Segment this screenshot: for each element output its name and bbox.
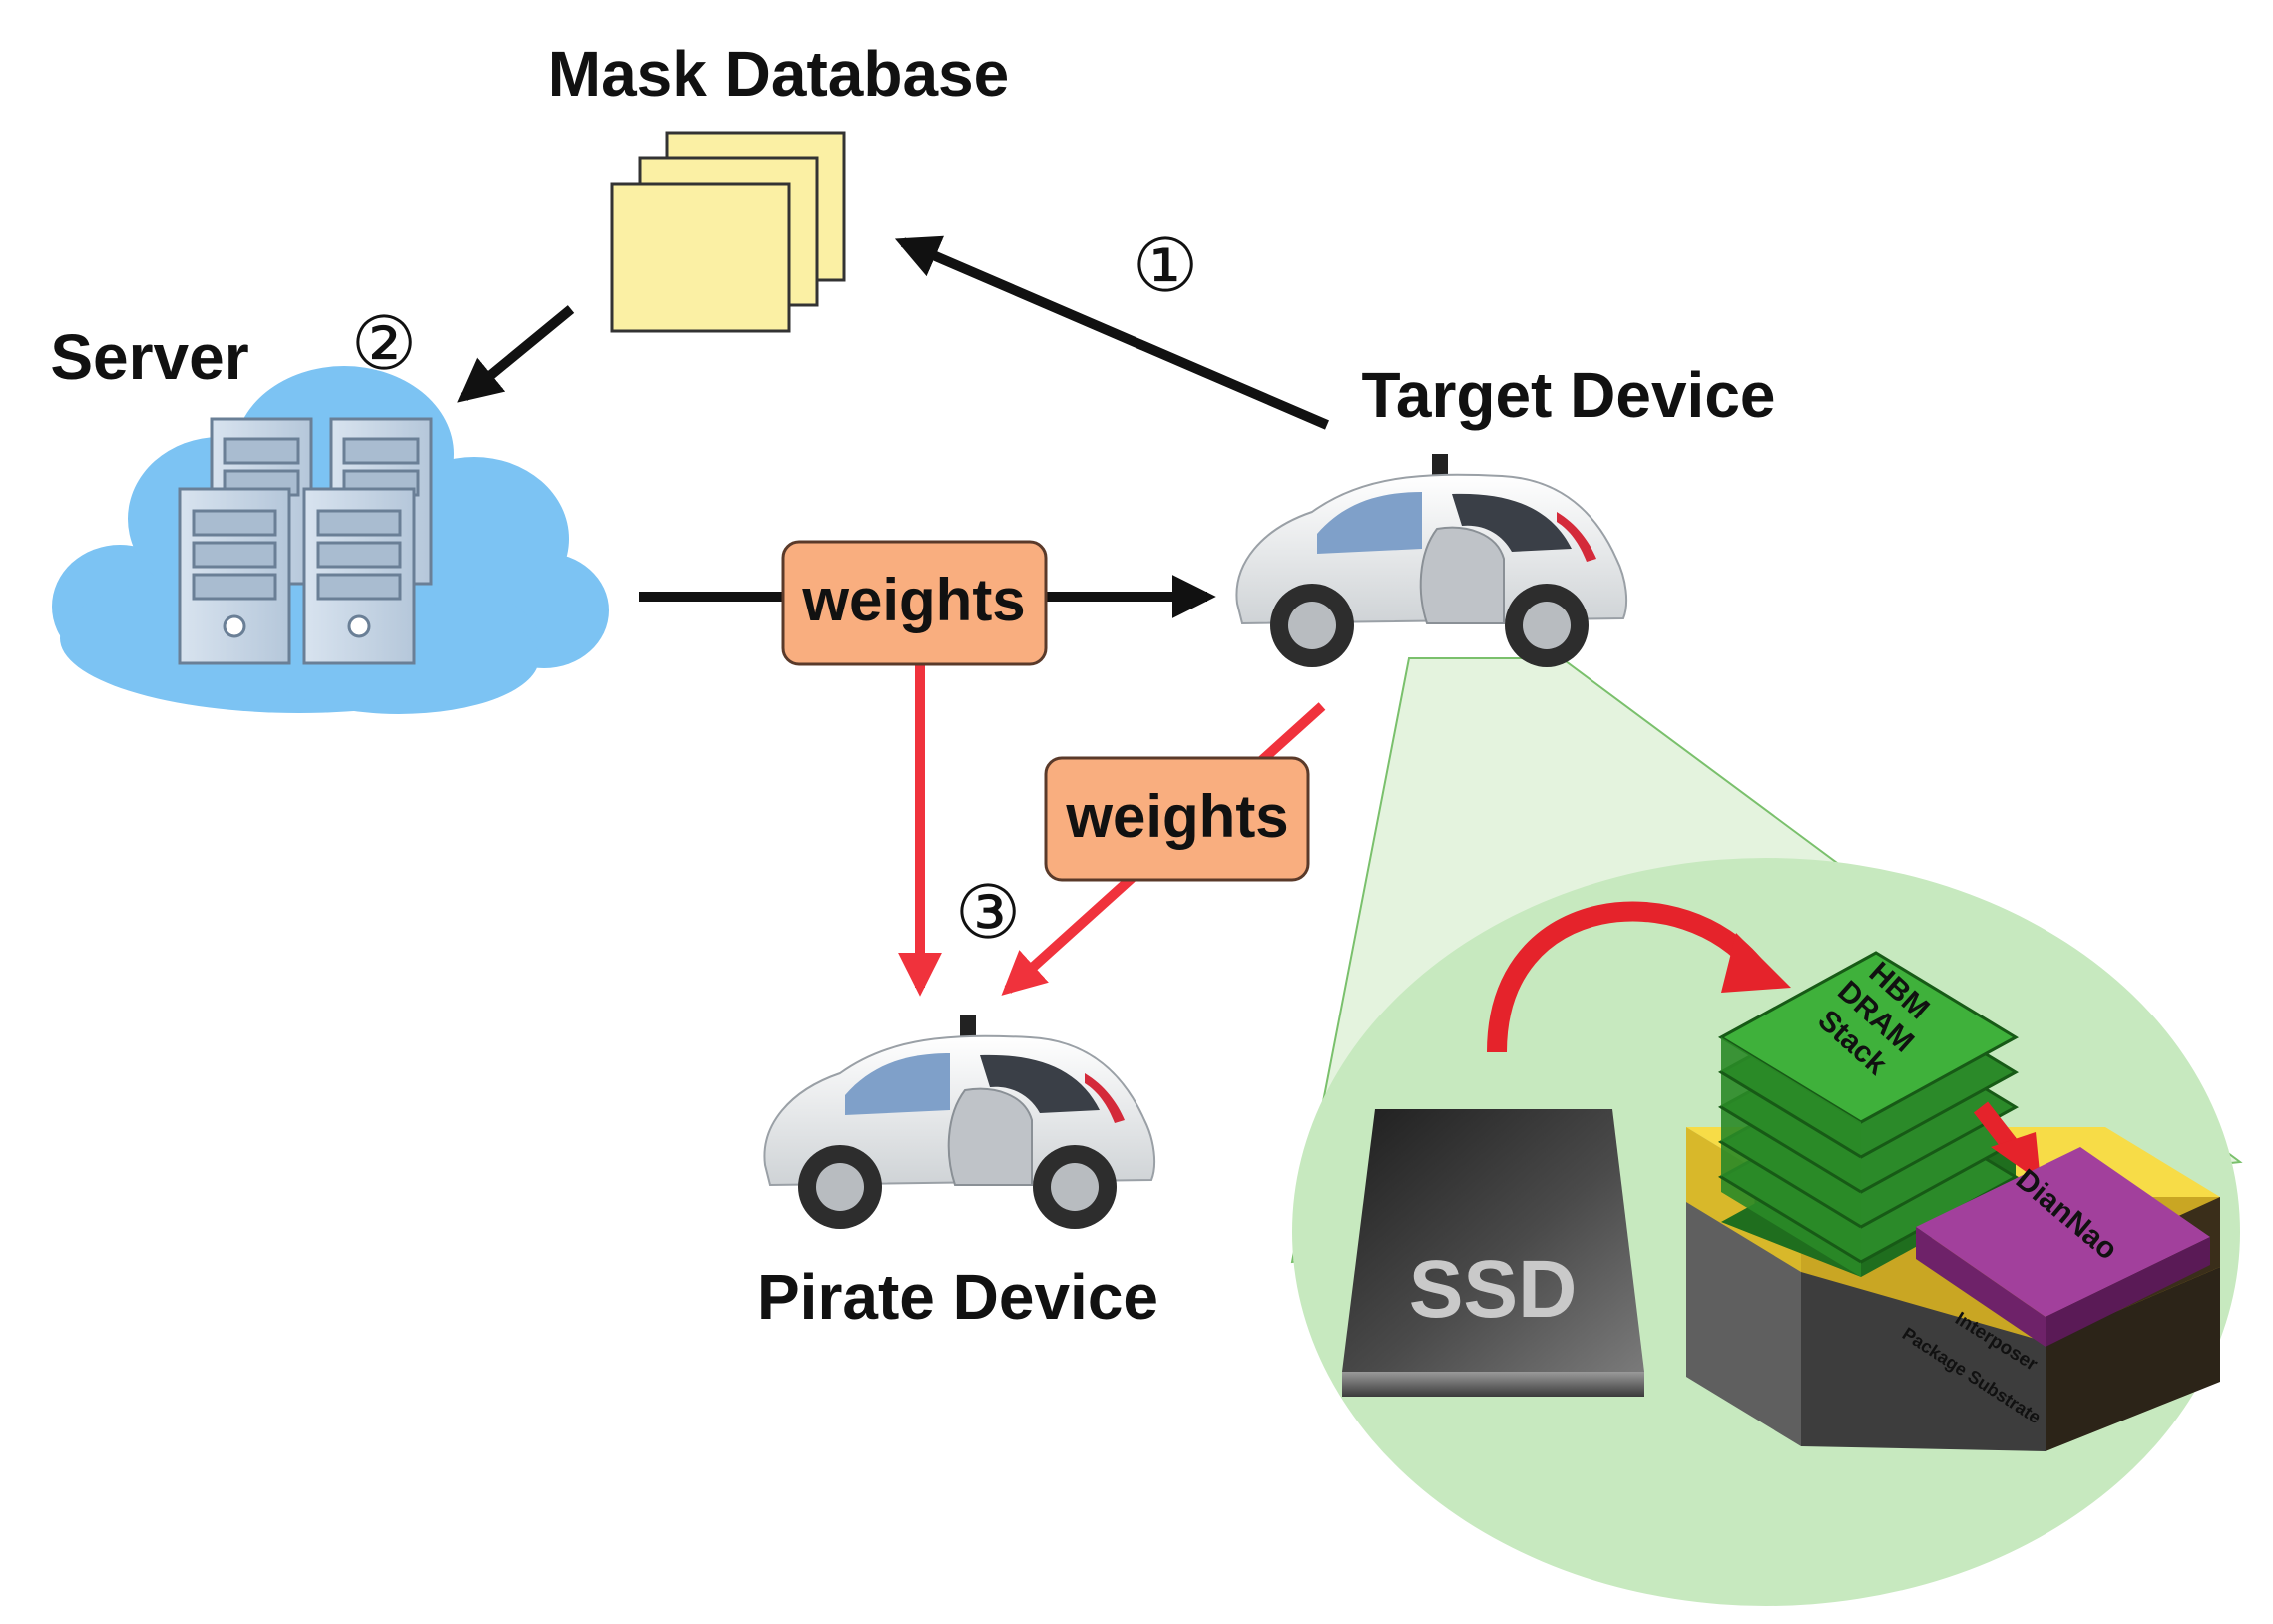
hbm-dram-stack: HBM DRAM Stack [1718,951,2019,1277]
ssd-to-hbm-arrow [1487,901,1764,1053]
hardware-stack: SSD Package Substrate Interposer [1342,901,2220,1451]
step-3-marker: ③ [955,870,1021,956]
sticky-notes-icon [610,131,846,333]
weights-badge-bottom: weights [1044,756,1310,882]
step-1-marker: ① [1133,223,1198,309]
mask-database-label: Mask Database [548,38,1009,110]
diannao-chip: DianNao [1916,1147,2210,1347]
pirate-device: Pirate Device [757,1015,1158,1333]
ssd-label: SSD [1409,1244,1578,1335]
weights-badge-top: weights [781,540,1048,666]
pirate-car-icon [763,1015,1156,1229]
weights-label-bottom: weights [1065,783,1288,850]
arrow-target-to-mask-db [894,235,1329,430]
server-label: Server [50,321,248,393]
weights-label-top: weights [801,567,1025,633]
target-car-icon [1235,454,1628,667]
target-device: Target Device [1235,359,1776,667]
step-2-marker: ② [351,301,417,387]
arrow-mask-db-to-server [457,305,575,403]
pirate-device-label: Pirate Device [757,1261,1158,1333]
target-device-label: Target Device [1362,359,1776,431]
mask-database: Mask Database [548,38,1009,333]
server-rack-icons [178,417,433,665]
server: Server [50,321,609,714]
ssd-to-hbm-arrowhead [1721,933,1791,993]
hbm-to-diannao-arrowhead [1991,1132,2041,1182]
ssd-drive: SSD [1342,1109,1644,1397]
